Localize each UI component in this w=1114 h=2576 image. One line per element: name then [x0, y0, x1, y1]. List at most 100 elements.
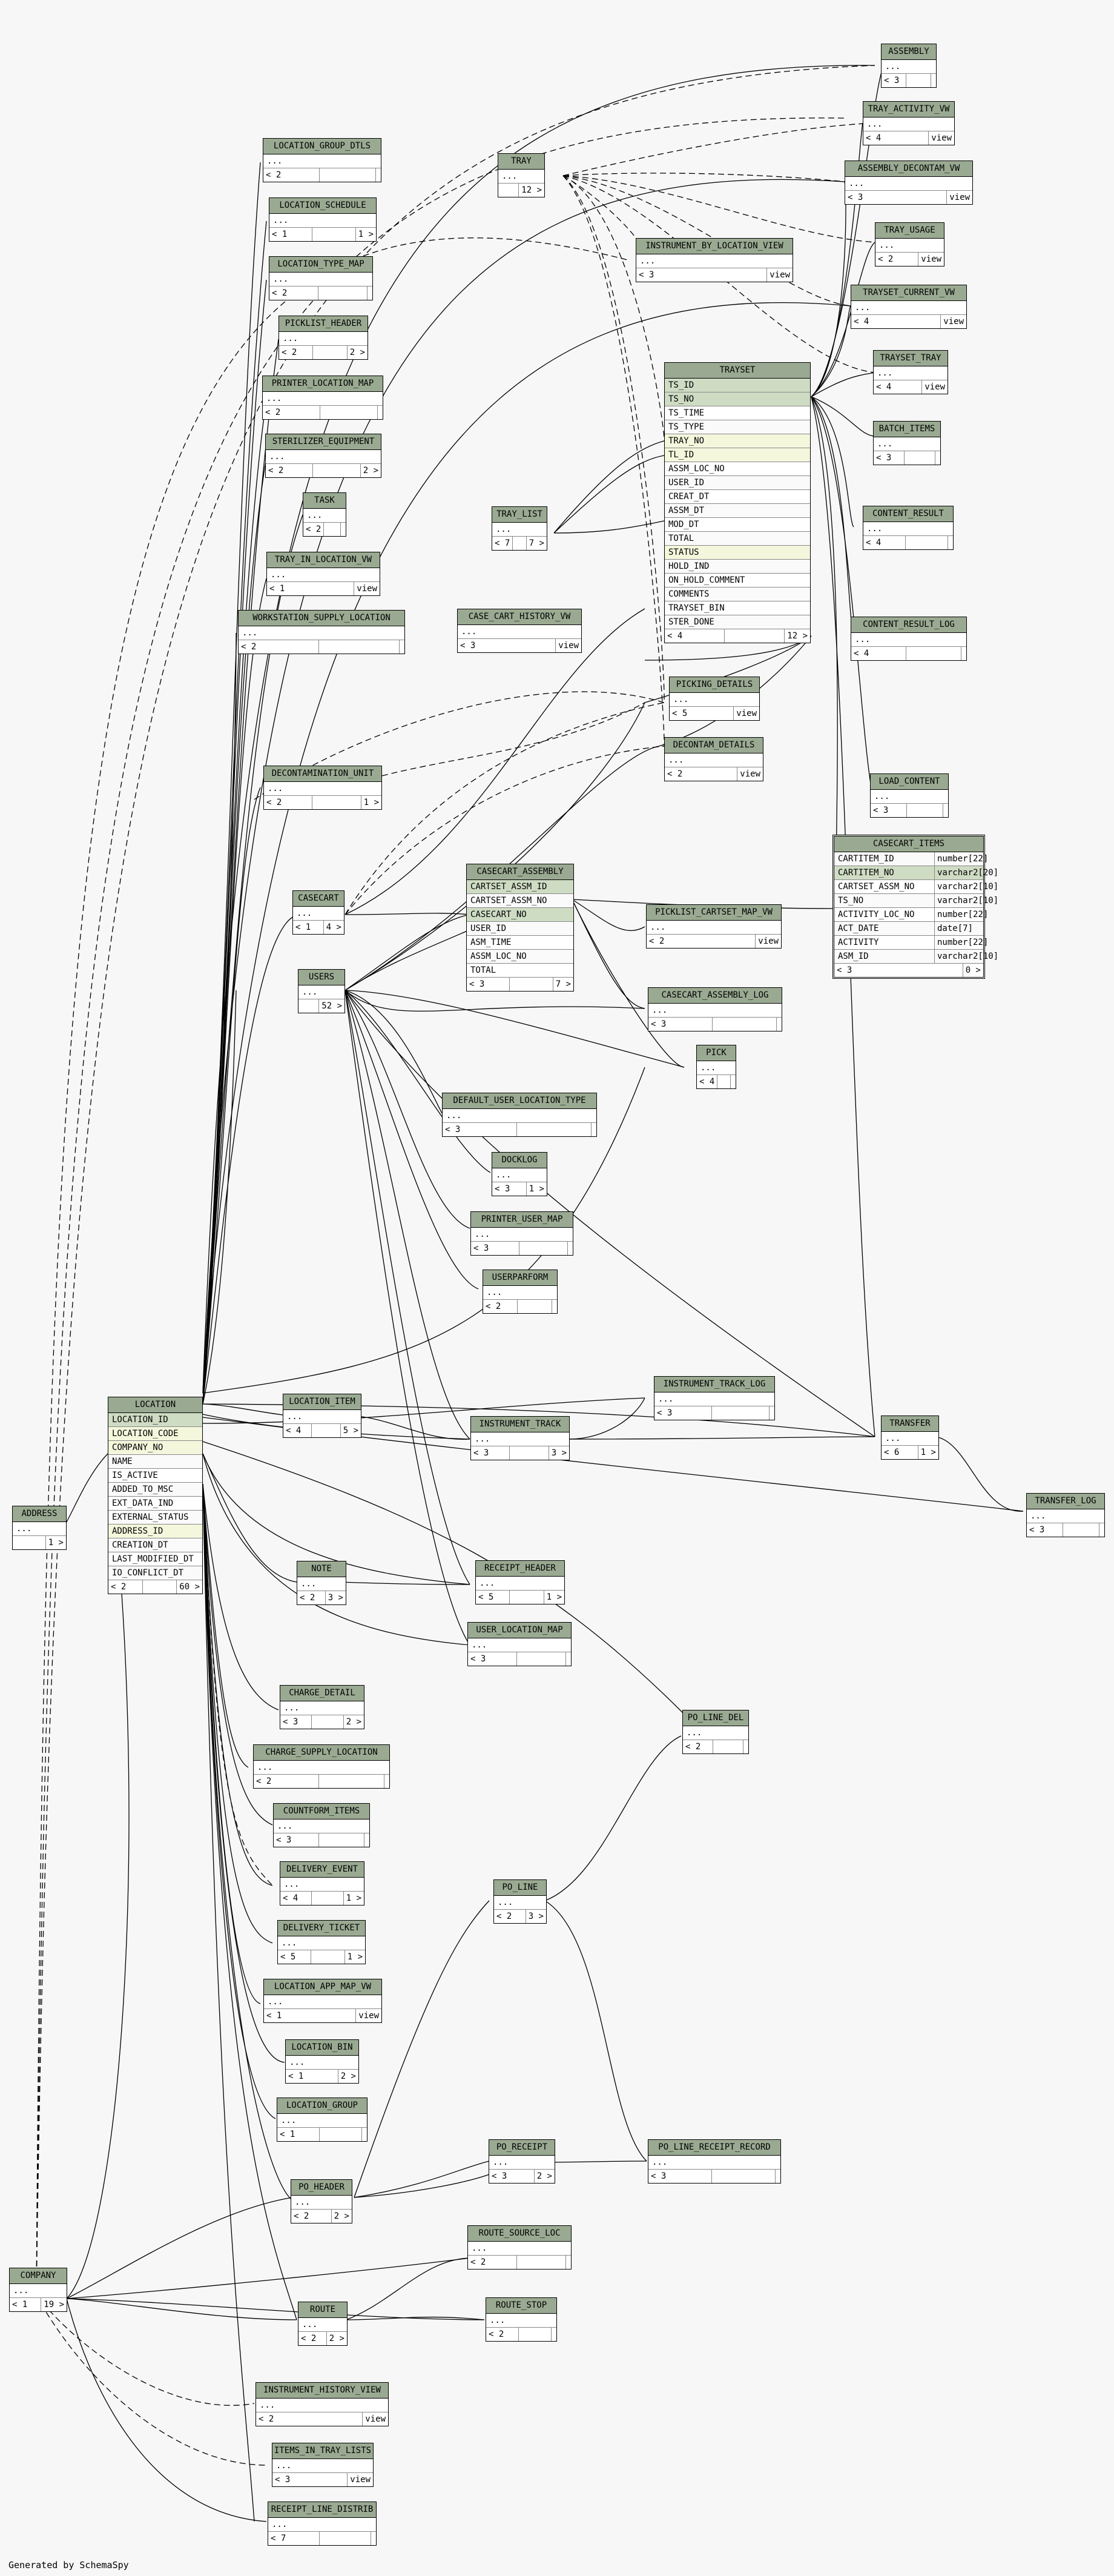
- table-header[interactable]: CASECART_ASSEMBLY: [467, 864, 573, 880]
- table-header[interactable]: LOCATION_GROUP: [277, 2098, 367, 2114]
- table-location-group-dtls[interactable]: LOCATION_GROUP_DTLS...< 2: [263, 138, 381, 182]
- table-task[interactable]: TASK...< 2: [303, 492, 346, 537]
- table-header[interactable]: INSTRUMENT_BY_LOCATION_VIEW: [636, 239, 793, 254]
- table-header[interactable]: PO_RECEIPT: [489, 2140, 555, 2156]
- table-header[interactable]: PICK: [697, 1045, 736, 1061]
- table-header[interactable]: PICKLIST_HEADER: [279, 316, 367, 332]
- table-po-line-del[interactable]: PO_LINE_DEL...< 2: [682, 1710, 749, 1754]
- table-header[interactable]: CONTENT_RESULT_LOG: [851, 617, 966, 633]
- table-receipt-line-distrib[interactable]: RECEIPT_LINE_DISTRIB...< 7: [268, 2502, 377, 2546]
- table-workstation-supply-location[interactable]: WORKSTATION_SUPPLY_LOCATION...< 2: [238, 610, 405, 654]
- table-header[interactable]: TRANSFER_LOG: [1027, 1494, 1104, 1509]
- table-header[interactable]: WORKSTATION_SUPPLY_LOCATION: [239, 611, 404, 626]
- table-route-source-loc[interactable]: ROUTE_SOURCE_LOC...< 2: [467, 2225, 572, 2270]
- table-location-type-map[interactable]: LOCATION_TYPE_MAP...< 2: [269, 256, 373, 300]
- table-header[interactable]: DELIVERY_EVENT: [280, 1862, 364, 1878]
- table-header[interactable]: RECEIPT_LINE_DISTRIB: [268, 2502, 376, 2518]
- table-header[interactable]: CASECART: [293, 891, 344, 907]
- table-header[interactable]: LOCATION: [108, 1397, 202, 1413]
- table-header[interactable]: PICKLIST_CARTSET_MAP_VW: [647, 905, 781, 921]
- table-header[interactable]: PRINTER_LOCATION_MAP: [263, 376, 383, 392]
- table-header[interactable]: INSTRUMENT_TRACK_LOG: [654, 1377, 774, 1392]
- table-header[interactable]: BATCH_ITEMS: [874, 422, 940, 437]
- table-userparform[interactable]: USERPARFORM...< 2: [483, 1270, 558, 1314]
- table-header[interactable]: ROUTE_SOURCE_LOC: [468, 2226, 571, 2242]
- table-pick[interactable]: PICK...< 4: [696, 1045, 736, 1089]
- table-batch-items[interactable]: BATCH_ITEMS...< 3: [873, 421, 941, 465]
- table-header[interactable]: TRAYSET_TRAY: [874, 351, 948, 366]
- table-header[interactable]: CASECART_ASSEMBLY_LOG: [648, 988, 782, 1004]
- table-charge-supply-location[interactable]: CHARGE_SUPPLY_LOCATION...< 2: [253, 1744, 390, 1789]
- table-header[interactable]: TRAYSET_CURRENT_VW: [851, 285, 966, 301]
- table-header[interactable]: ADDRESS: [13, 1506, 66, 1522]
- table-header[interactable]: ASSEMBLY: [882, 44, 936, 60]
- table-printer-location-map[interactable]: PRINTER_LOCATION_MAP...< 2: [262, 376, 383, 420]
- table-location-group[interactable]: LOCATION_GROUP...< 1: [277, 2098, 367, 2142]
- table-header[interactable]: DECONTAM_DETAILS: [665, 738, 763, 753]
- table-header[interactable]: COUNTFORM_ITEMS: [274, 1804, 369, 1819]
- table-header[interactable]: TRAY: [498, 154, 544, 170]
- table-printer-user-map[interactable]: PRINTER_USER_MAP...< 3: [470, 1211, 573, 1256]
- table-header[interactable]: CASE_CART_HISTORY_VW: [458, 609, 581, 625]
- table-header[interactable]: TRAY_IN_LOCATION_VW: [267, 552, 380, 568]
- table-header[interactable]: RECEIPT_HEADER: [476, 1561, 564, 1577]
- table-header[interactable]: PO_LINE_DEL: [683, 1710, 748, 1726]
- table-header[interactable]: TRAY_ACTIVITY_VW: [863, 102, 954, 118]
- table-header[interactable]: TASK: [303, 493, 346, 509]
- table-header[interactable]: CASECART_ITEMS: [834, 836, 983, 852]
- table-instrument-track-log[interactable]: INSTRUMENT_TRACK_LOG...< 3: [654, 1376, 775, 1420]
- table-default-user-location-type[interactable]: DEFAULT_USER_LOCATION_TYPE...< 3: [442, 1093, 597, 1137]
- table-header[interactable]: INSTRUMENT_TRACK: [471, 1417, 569, 1432]
- table-header[interactable]: CONTENT_RESULT: [863, 506, 953, 522]
- table-header[interactable]: TRANSFER: [882, 1416, 938, 1432]
- table-header[interactable]: CHARGE_DETAIL: [280, 1686, 364, 1701]
- table-header[interactable]: DELIVERY_TICKET: [278, 1921, 365, 1936]
- table-address[interactable]: ADDRESS...1 >: [12, 1506, 67, 1550]
- table-header[interactable]: PO_LINE_RECEIPT_RECORD: [648, 2140, 780, 2156]
- table-header[interactable]: PO_LINE: [494, 1880, 546, 1896]
- table-header[interactable]: DECONTAMINATION_UNIT: [264, 766, 381, 782]
- table-header[interactable]: PRINTER_USER_MAP: [471, 1212, 573, 1228]
- table-load-content[interactable]: LOAD_CONTENT...< 3: [870, 773, 949, 818]
- table-content-result-log[interactable]: CONTENT_RESULT_LOG...< 4: [851, 617, 967, 661]
- table-header[interactable]: LOAD_CONTENT: [871, 774, 948, 790]
- table-header[interactable]: LOCATION_ITEM: [283, 1394, 361, 1410]
- table-casecart-assembly-log[interactable]: CASECART_ASSEMBLY_LOG...< 3: [648, 987, 782, 1031]
- table-header[interactable]: COMPANY: [10, 2268, 67, 2284]
- table-header[interactable]: ITEMS_IN_TRAY_LISTS: [272, 2443, 373, 2459]
- table-header[interactable]: USER_LOCATION_MAP: [468, 1623, 571, 1638]
- table-header[interactable]: ASSEMBLY_DECONTAM_VW: [845, 161, 972, 177]
- table-header[interactable]: LOCATION_TYPE_MAP: [269, 257, 372, 273]
- table-header[interactable]: USERPARFORM: [483, 1270, 557, 1286]
- table-header[interactable]: LOCATION_APP_MAP_VW: [264, 1979, 381, 1995]
